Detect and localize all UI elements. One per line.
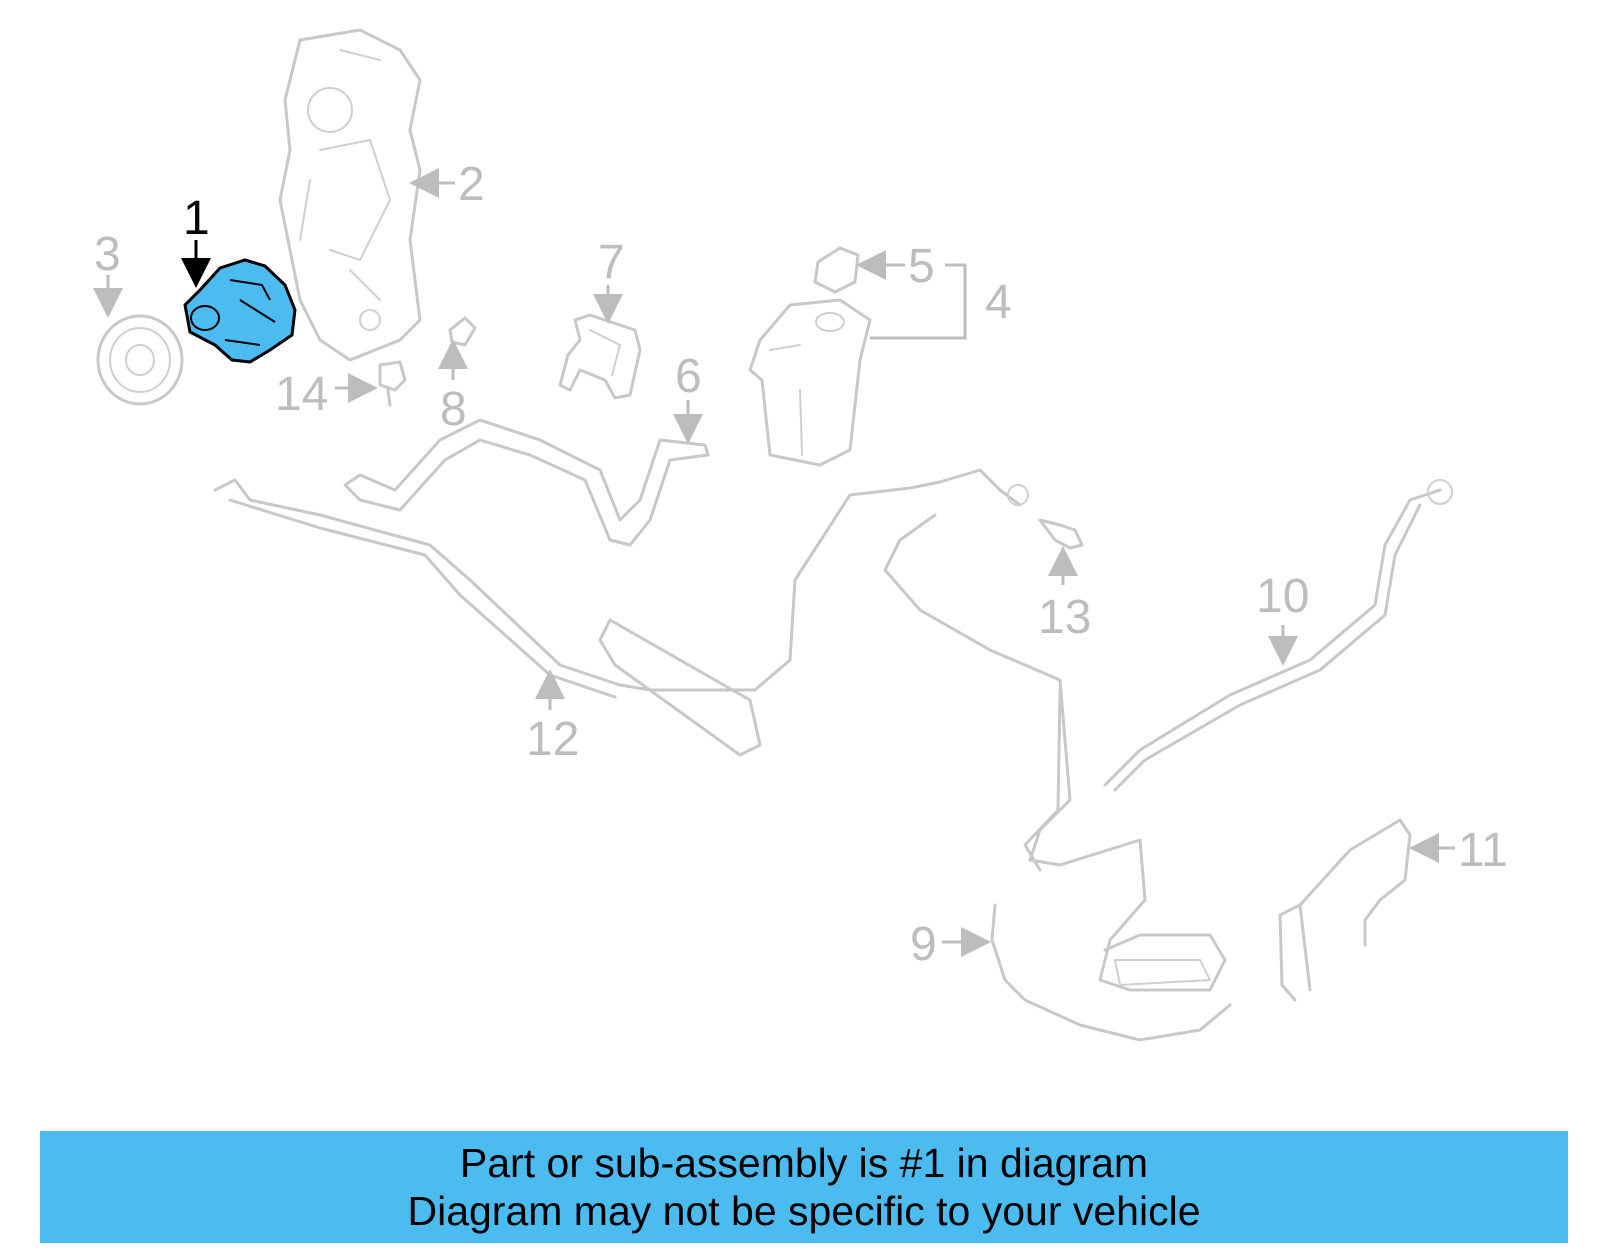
callout-5: 5 xyxy=(908,240,935,293)
callout-4: 4 xyxy=(985,276,1012,329)
callout-9: 9 xyxy=(910,918,937,971)
callout-8: 8 xyxy=(440,383,467,436)
bracket-11-part xyxy=(1278,818,1412,1002)
timing-cover-part xyxy=(278,28,422,362)
banner-line-1: Part or sub-assembly is #1 in diagram xyxy=(459,1140,1149,1186)
callout-12: 12 xyxy=(526,713,579,766)
callout-13: 13 xyxy=(1038,591,1091,644)
reservoir-part xyxy=(748,298,872,467)
bolt-13-part xyxy=(1038,518,1084,550)
callout-7: 7 xyxy=(598,236,625,289)
callout-10: 10 xyxy=(1256,570,1309,623)
callout-3: 3 xyxy=(94,228,121,281)
banner-line-2: Diagram may not be specific to your vehi… xyxy=(407,1188,1201,1234)
info-banner: Part or sub-assembly is #1 in diagram Di… xyxy=(40,1131,1568,1243)
callout-11: 11 xyxy=(1458,824,1508,877)
hose-9-part xyxy=(990,903,1232,1042)
callout-1: 1 xyxy=(183,192,210,245)
callout-2: 2 xyxy=(458,158,485,211)
pressure-line-12-part xyxy=(213,468,1029,757)
leader-4 xyxy=(870,263,967,340)
reservoir-cap-part xyxy=(813,246,860,294)
line-10-part xyxy=(1103,479,1453,792)
callout-14: 14 xyxy=(275,368,328,421)
hose-6-part xyxy=(343,418,710,547)
cooler-line-part xyxy=(883,513,1227,992)
clip-8-part xyxy=(448,316,477,347)
callout-6: 6 xyxy=(675,350,702,403)
bolt-14-part xyxy=(378,360,407,407)
bracket-7-part xyxy=(558,313,642,400)
pulley-part xyxy=(96,314,184,406)
power-steering-pump-part xyxy=(183,258,297,364)
